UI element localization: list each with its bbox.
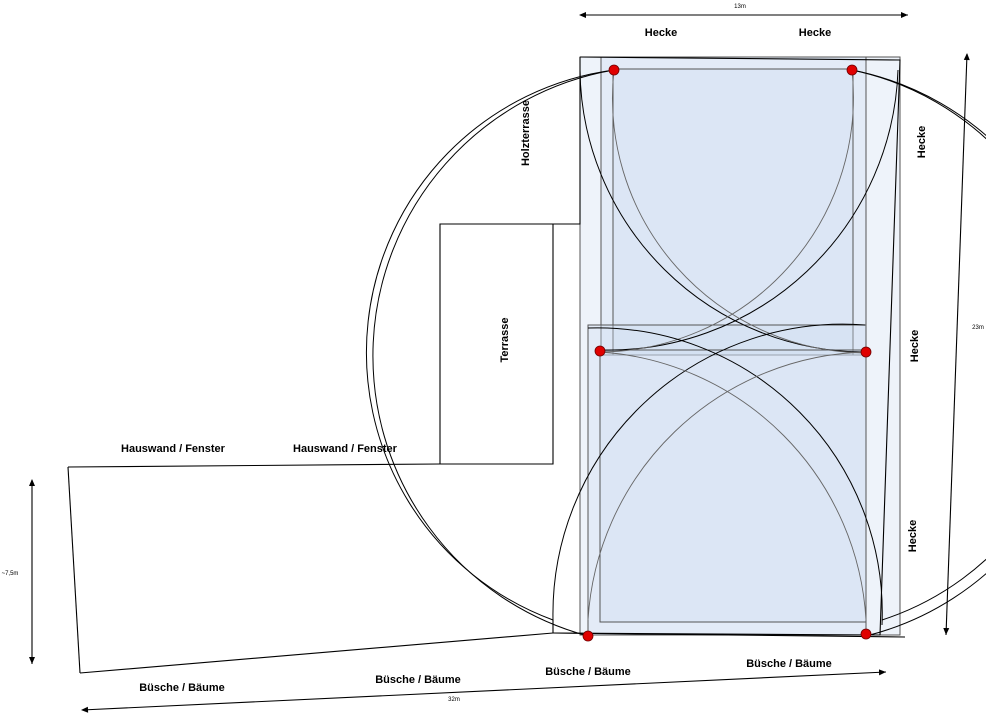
dimension-bottom-width: 32m (448, 697, 460, 703)
dimension-arrow-right (943, 53, 970, 636)
spray-arc-top-left-inner (612, 69, 867, 354)
label-terrasse: Terrasse (499, 317, 511, 362)
label-hecke-right-3: Hecke (907, 520, 919, 552)
dimension-arrow-bottom (81, 669, 887, 713)
label-hauswand-1: Hauswand / Fenster (121, 443, 226, 455)
label-buesche-1: Büsche / Bäume (139, 682, 225, 694)
spray-arc-top-right-inner (599, 69, 854, 353)
holzterrasse-outline (553, 57, 581, 225)
spray-arc-bottom-left (552, 323, 866, 621)
label-hecke-top-left: Hecke (645, 27, 677, 39)
spray-arc-bottom-right (587, 327, 883, 626)
dimension-top-width: 13m (734, 4, 746, 10)
spray-arc-full-left (372, 69, 615, 637)
label-hecke-top-right: Hecke (799, 27, 831, 39)
sprinkler-bottom-right (860, 628, 872, 640)
dimension-right-height: 23m (972, 325, 984, 331)
label-hauswand-2: Hauswand / Fenster (293, 443, 398, 455)
label-buesche-4: Büsche / Bäume (746, 658, 832, 670)
spray-arc-bottom-right-inner (587, 351, 867, 621)
terrasse-outline (439, 223, 554, 465)
coverage-area-upper-inner (612, 68, 854, 356)
label-holzterrasse: Holzterrasse (520, 100, 532, 166)
spray-arc-bottom-left-inner (599, 351, 867, 621)
dimension-left-height: ~7,5m (2, 571, 19, 577)
left-boundary (67, 466, 81, 674)
coverage-area-lower-inner (599, 349, 867, 623)
sprinkler-middle-right (860, 346, 872, 358)
sprinkler-top-left (608, 64, 620, 76)
house-wall (67, 463, 441, 468)
coverage-area-outer (579, 56, 901, 636)
sprinkler-bottom-left (582, 630, 594, 642)
coverage-area-upper (600, 56, 867, 356)
label-hecke-right-2: Hecke (909, 330, 921, 362)
property-outline (552, 56, 901, 636)
label-buesche-3: Büsche / Bäume (545, 666, 631, 678)
spray-arc-top-right (599, 69, 899, 351)
label-buesche-2: Büsche / Bäume (375, 674, 461, 686)
sprinkler-top-right (846, 64, 858, 76)
spray-arc-middle-left (365, 69, 615, 621)
sprinkler-middle-left (594, 345, 606, 357)
label-hecke-right-1: Hecke (916, 126, 928, 158)
bottom-boundary (552, 632, 906, 638)
bottom-boundary-long (79, 632, 554, 674)
